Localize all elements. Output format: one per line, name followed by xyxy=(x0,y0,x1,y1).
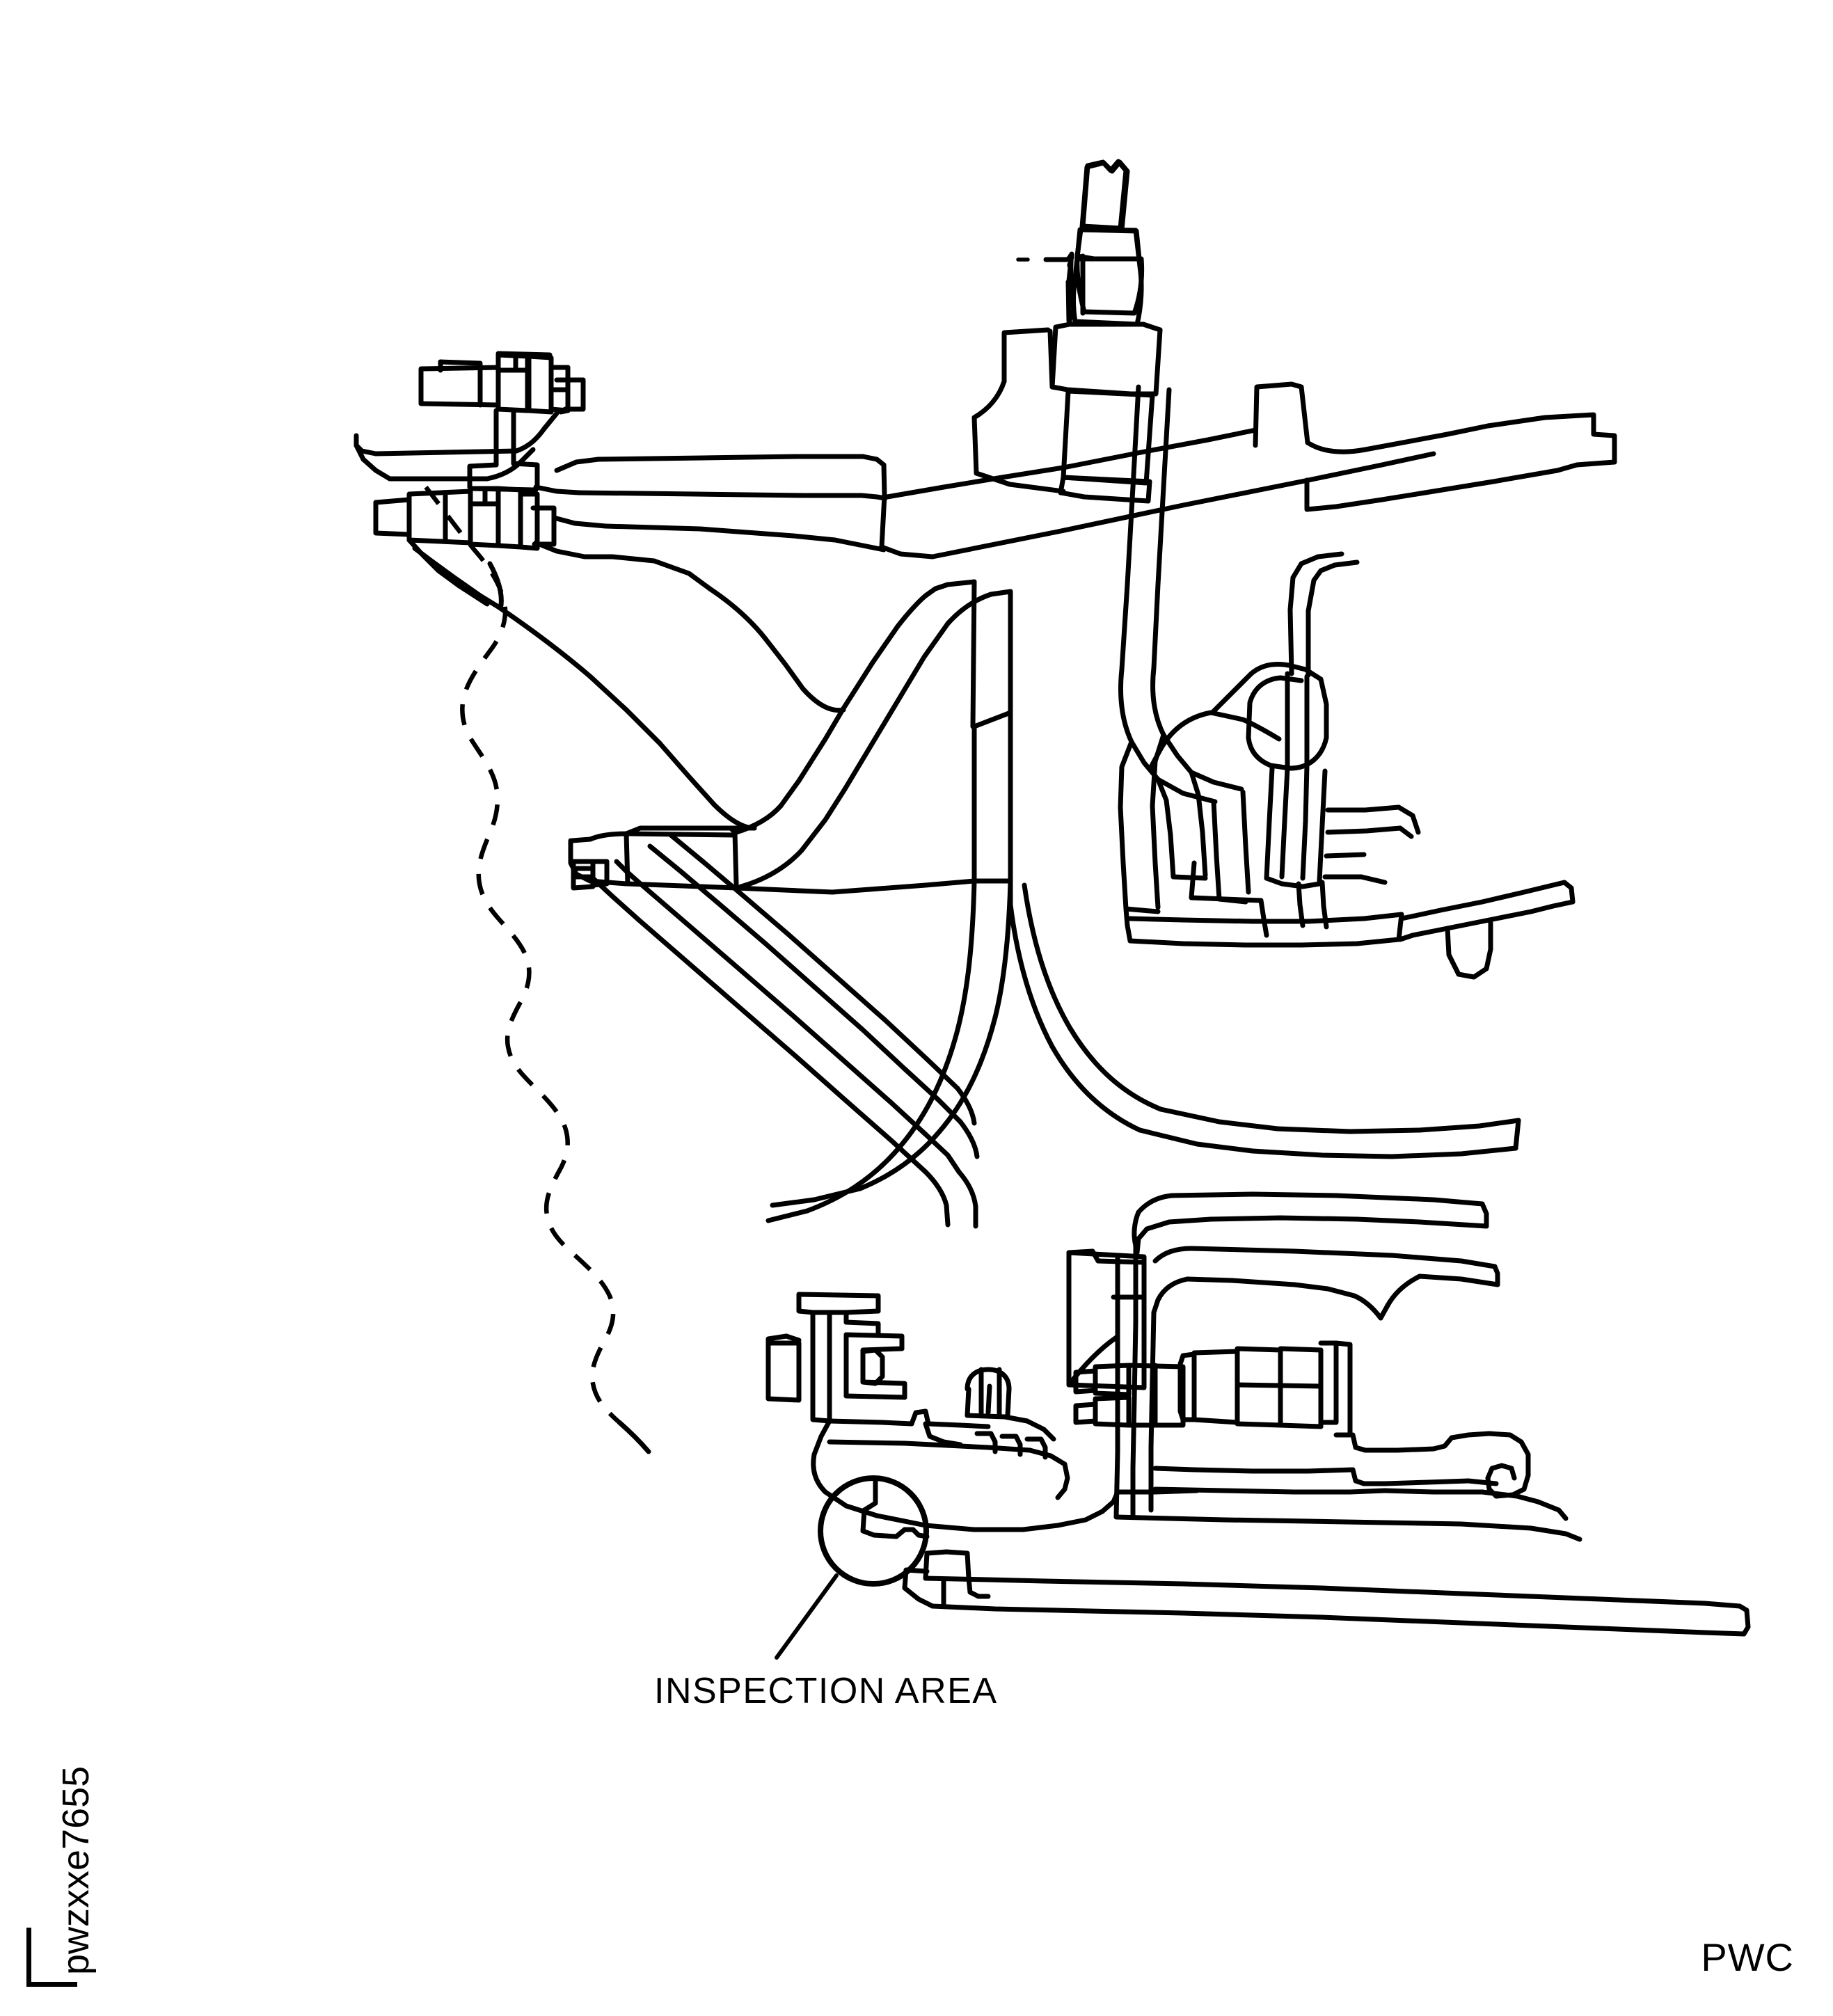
bottom-right-assembly xyxy=(1066,1191,1582,1542)
figure-id-block: pwzxxe7655 xyxy=(24,1698,107,1990)
section-break-line xyxy=(424,486,651,1454)
lower-center-bracket xyxy=(765,1292,1200,1532)
long-curved-duct-wall xyxy=(765,878,1521,1223)
central-strut-web xyxy=(568,579,1013,895)
bottom-taper-member xyxy=(902,1549,1751,1637)
upper-case-shell xyxy=(495,454,888,831)
lower-diagonal-strut xyxy=(571,832,980,1229)
upper-left-bolt-assembly xyxy=(373,351,586,551)
inspection-area-label: INSPECTION AREA xyxy=(654,1671,998,1711)
inspection-detail-geometry xyxy=(860,1475,930,1539)
figure-id-corner-mark xyxy=(26,1928,77,1987)
vendor-mark: PWC xyxy=(1701,1935,1794,1979)
inspection-area-callout xyxy=(775,1475,929,1660)
upper-flange-rail xyxy=(879,327,1617,559)
figure-id-text: pwzxxe7655 xyxy=(55,1765,97,1975)
upper-left-case-wall xyxy=(354,411,807,610)
right-case-mechanism xyxy=(1118,384,1576,980)
inspection-area-circle xyxy=(818,1475,929,1587)
inspection-area-leader xyxy=(775,1573,839,1660)
